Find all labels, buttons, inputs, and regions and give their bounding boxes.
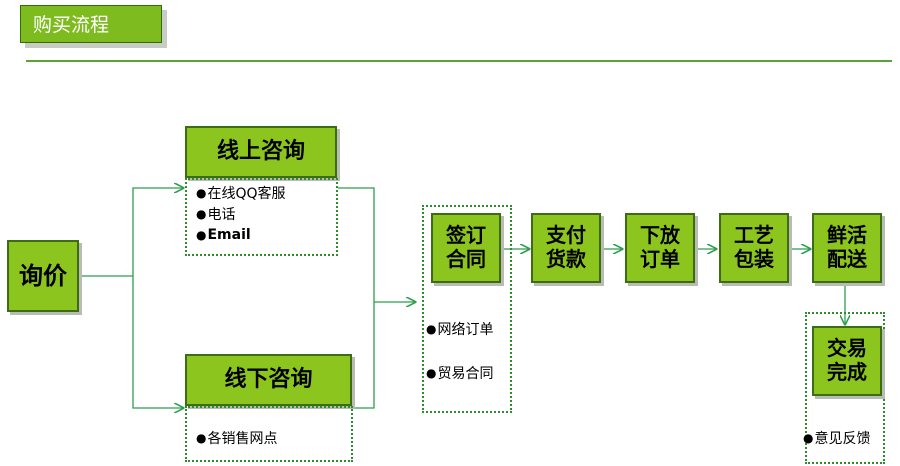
list-item: ●网络订单 <box>426 321 494 338</box>
list-item: ●在线QQ客服 <box>196 185 286 202</box>
complete-frame <box>805 312 885 464</box>
step-label: 工艺 包装 <box>734 223 774 271</box>
connector-to-offline <box>132 276 183 408</box>
contract-notes: ●网络订单 ●贸易合同 <box>426 318 493 383</box>
online-consult-label: 线上咨询 <box>216 139 305 165</box>
packaging-step-box: 工艺 包装 <box>719 213 789 283</box>
connector-to-online <box>132 188 183 276</box>
step-label: 支付 货款 <box>546 223 586 271</box>
page-title-tab: 购买流程 <box>20 5 162 43</box>
complete-step-box: 交易 完成 <box>812 326 882 396</box>
offline-channel-list: ●各销售网点 <box>196 427 277 448</box>
header-divider <box>26 60 892 62</box>
offline-consult-label: 线下咨询 <box>224 367 313 393</box>
connector-from-offline <box>352 302 375 409</box>
list-item: ●贸易合同 <box>426 365 494 382</box>
list-item: ●电话 <box>196 206 236 223</box>
list-item: ●各销售网点 <box>196 430 278 447</box>
inquiry-box: 询价 <box>7 240 79 312</box>
offline-consult-box: 线下咨询 <box>185 354 352 406</box>
delivery-step-box: 鲜活 配送 <box>812 213 882 283</box>
complete-notes: ●意见反馈 <box>803 427 870 448</box>
online-consult-box: 线上咨询 <box>185 126 337 178</box>
connector-from-online <box>338 187 375 302</box>
step-label: 下放 订单 <box>640 223 680 271</box>
step-label: 签订 合同 <box>446 223 486 271</box>
payment-step-box: 支付 货款 <box>531 213 601 283</box>
page-title: 购买流程 <box>33 14 110 36</box>
offline-consult-frame <box>185 406 353 462</box>
list-item: ●意见反馈 <box>803 430 871 447</box>
complete-label: 交易 完成 <box>827 336 867 384</box>
online-channel-list: ●在线QQ客服 ●电话 ●Email <box>196 182 286 245</box>
list-item: ●Email <box>196 226 251 243</box>
online-consult-frame <box>185 178 338 256</box>
step-label: 鲜活 配送 <box>827 223 867 271</box>
inquiry-label: 询价 <box>19 261 67 290</box>
contract-frame <box>422 205 512 413</box>
order-step-box: 下放 订单 <box>625 213 695 283</box>
contract-step-box: 签订 合同 <box>431 213 501 283</box>
